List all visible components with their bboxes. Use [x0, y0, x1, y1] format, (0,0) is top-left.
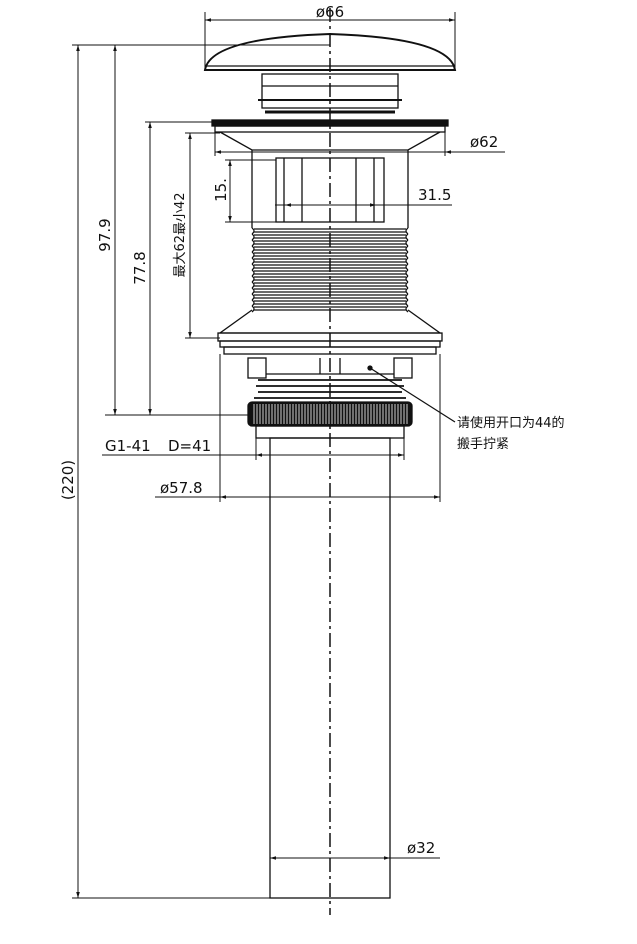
flange: [211, 119, 449, 151]
tail-pipe: [269, 437, 391, 899]
dim-window-width: 31.5: [418, 186, 451, 204]
dim-lower-diameter: ø57.8: [160, 479, 203, 497]
thread-ridge: [251, 305, 409, 313]
dim-thread-d: D=41: [168, 437, 211, 455]
dim-height-77-8: 77.8: [131, 251, 149, 284]
thread-ridge: [251, 257, 409, 265]
dim-pipe-diameter: ø32: [407, 839, 435, 857]
thread-ridge: [251, 227, 409, 235]
knurled-nut: [247, 401, 413, 439]
thread-ridge: [251, 293, 409, 301]
dim-total-height: (220): [59, 460, 77, 500]
thread-ridge: [251, 269, 409, 277]
thread-ridge: [251, 233, 409, 241]
thread-ridge: [251, 275, 409, 283]
body: [251, 150, 409, 228]
dim-cap-diameter: ø66: [316, 3, 344, 21]
note-line-2: 搬手拧紧: [457, 437, 509, 452]
note-line-1: 请使用开口为44的: [457, 415, 565, 431]
lower-body: [217, 309, 443, 399]
dim-height-97-9: 97.9: [96, 218, 114, 251]
thread-ridge: [251, 251, 409, 259]
body-threads: [251, 227, 409, 313]
dim-thread-spec: G1-41: [105, 437, 151, 455]
dimension-lines: [72, 12, 505, 899]
dim-window-height: 15.: [212, 178, 230, 202]
pop-up-cap: [203, 32, 457, 114]
thread-ridge: [251, 239, 409, 247]
dim-flange-diameter: ø62: [470, 133, 498, 151]
thread-ridge: [251, 287, 409, 295]
thread-ridge: [251, 263, 409, 271]
dim-adjust-range: 最大62最小42: [173, 192, 188, 277]
thread-ridge: [251, 281, 409, 289]
thread-ridge: [251, 299, 409, 307]
thread-ridge: [251, 245, 409, 253]
